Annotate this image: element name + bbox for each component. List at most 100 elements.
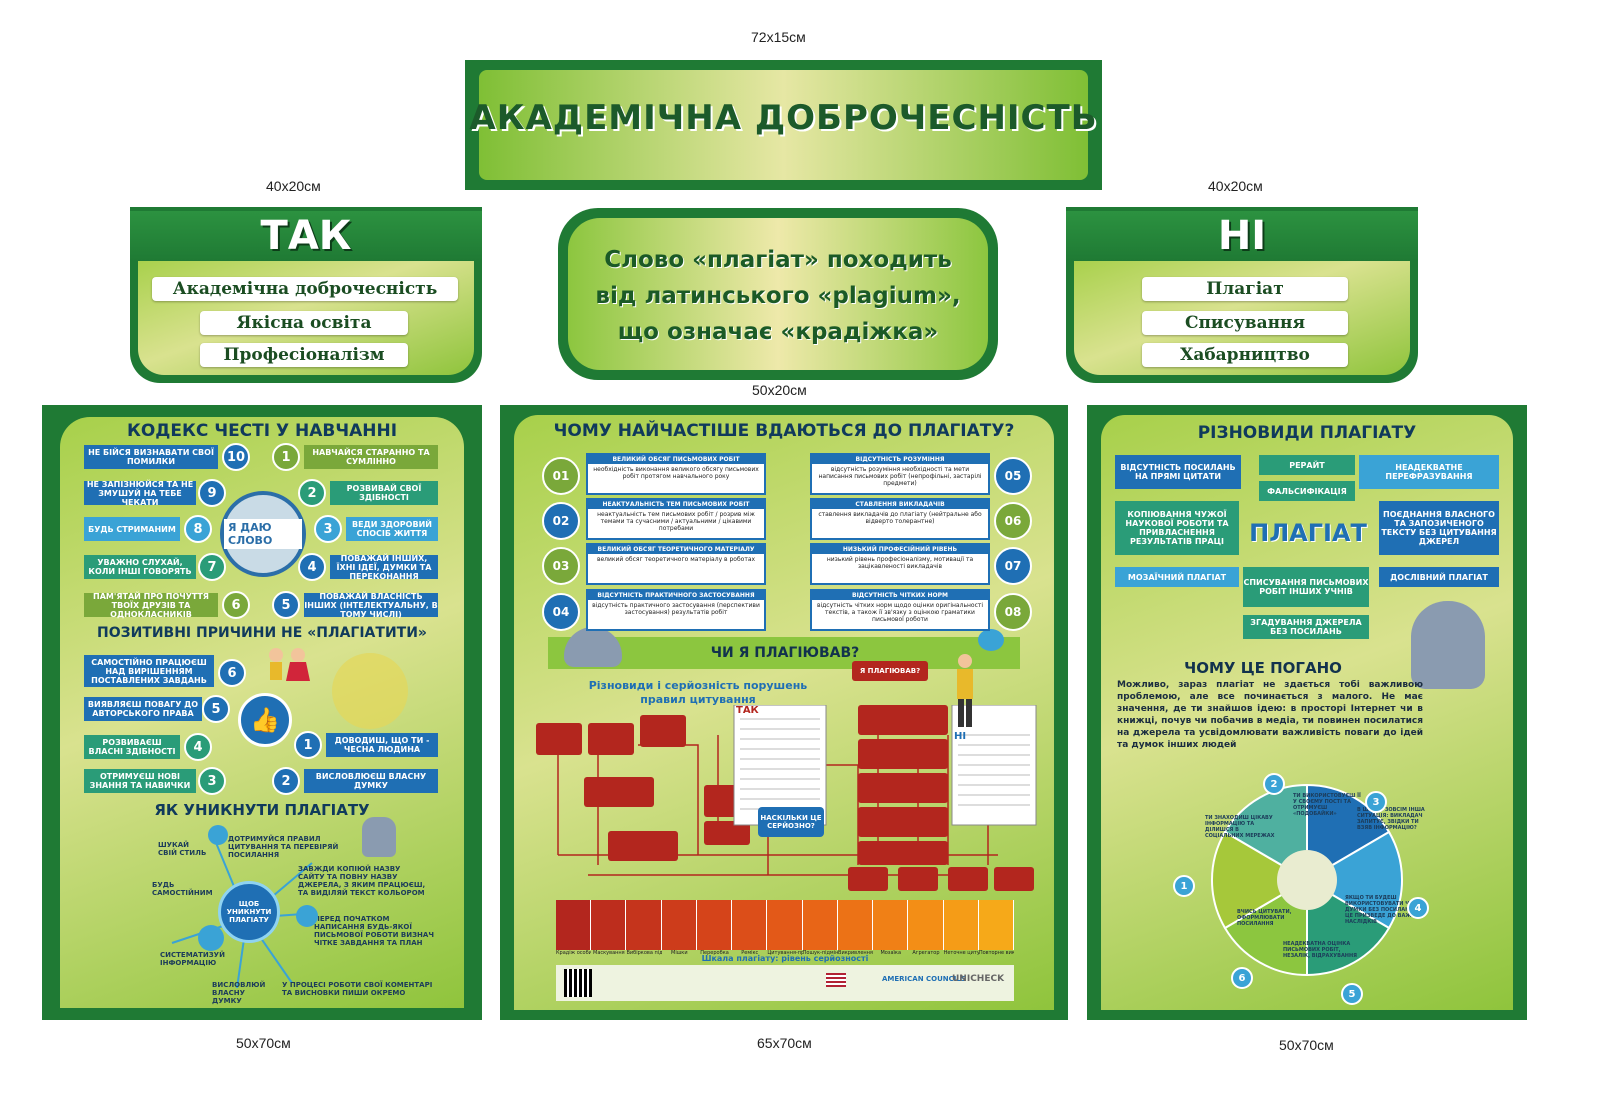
cycle-step-number: 4 <box>1407 897 1429 919</box>
mascot-icon <box>1411 601 1485 689</box>
ni-panel: НІ Плагіат Списування Хабарництво <box>1066 207 1418 383</box>
drone-icon <box>978 629 1004 651</box>
cycle-step-text: ВЧИСЬ ЦИТУВАТИ, ОФОРМЛЮВАТИ ПОСИЛАННЯ <box>1237 909 1292 927</box>
partner-unicheck: UNICHECK <box>952 974 1005 984</box>
ni-heading: НІ <box>1066 211 1418 261</box>
title-banner: АКАДЕМІЧНА ДОБРОЧЕСНІСТЬ <box>465 60 1102 190</box>
pen-icon <box>208 825 228 845</box>
reason-card: ВЕЛИКИЙ ОБСЯГ ТЕОРЕТИЧНОГО МАТЕРІАЛУ вели… <box>586 543 766 585</box>
scale-label: Пошук-підміна <box>802 950 838 956</box>
quiz-bar <box>548 637 1020 669</box>
plagiarism-scale <box>556 900 1015 950</box>
reason-heading: ВЕЛИКИЙ ОБСЯГ ПИСЬМОВИХ РОБІТ <box>588 455 764 464</box>
dim-left-big: 50х70см <box>236 1035 291 1051</box>
reason-text: неактуальність тем письмових робіт / роз… <box>597 511 755 532</box>
scale-label: Цитування-примари <box>767 950 803 956</box>
positive-num: 2 <box>272 767 300 795</box>
scale-label: Мозаїка <box>880 950 902 956</box>
plagium-line-2: від латинського «plagium», <box>595 283 961 309</box>
codex-left-item: НЕ БІЙСЯ ВИЗНАВАТИ СВОЇ ПОМИЛКИ <box>84 445 218 469</box>
scale-label: Агрегатор <box>912 950 940 956</box>
positive-item: ДОВОДИШ, ЩО ТИ - ЧЕСНА ЛЮДИНА <box>326 733 438 757</box>
reason-number: 03 <box>542 547 580 585</box>
reason-text: ставлення викладачів до плагіату (нейтра… <box>818 511 982 525</box>
positive-num: 3 <box>198 767 226 795</box>
scale-cell <box>696 900 733 950</box>
codex-right-item: ПОВАЖАЙ ІНШИХ, ЇХНІ ІДЕЇ, ДУМКИ ТА ПЕРЕК… <box>330 554 438 581</box>
plagiarism-type: МОЗАЇЧНИЙ ПЛАГІАТ <box>1115 567 1239 587</box>
tak-item-3: Професіоналізм <box>200 343 408 367</box>
reason-number: 08 <box>994 593 1032 631</box>
varieties-title: Різновиди і серйозність порушень правил … <box>588 679 808 706</box>
cycle-step-text: В ШКОЛІ ЗОВСІМ ІНША СИТУАЦІЯ: ВИКЛАДАЧ З… <box>1357 807 1425 831</box>
cycle-step-number: 3 <box>1365 791 1387 813</box>
codex-num: 6 <box>222 591 250 619</box>
codex-title: КОДЕКС ЧЕСТІ У НАВЧАННІ <box>126 421 398 441</box>
scale-label: Маскування <box>593 950 625 956</box>
codex-num: 5 <box>272 591 300 619</box>
reason-heading: НИЗЬКИЙ ПРОФЕСІЙНИЙ РІВЕНЬ <box>812 545 988 554</box>
dim-left-small: 40х20см <box>266 178 321 194</box>
reason-text: низький рівень професіоналізму, мотиваці… <box>826 556 974 570</box>
varieties-heading: РІЗНОВИДИ ПЛАГІАТУ <box>1197 423 1417 443</box>
plagiarized-question: Я ПЛАГІЮВАВ? <box>852 661 928 681</box>
partners-footer: AMERICAN COUNCILS UNICHECK <box>556 965 1014 1001</box>
plagiarism-type: ФАЛЬСИФІКАЦІЯ <box>1259 481 1355 501</box>
consequence-cycle <box>1211 783 1403 977</box>
codex-num: 4 <box>298 553 326 581</box>
plagium-line-3: що означає «крадіжка» <box>617 319 939 345</box>
cycle-step-number: 6 <box>1231 967 1253 989</box>
coin-decoration <box>332 653 408 729</box>
codex-left-item: УВАЖНО СЛУХАЙ, КОЛИ ІНШІ ГОВОРЯТЬ <box>84 555 196 579</box>
codex-right-item: РОЗВИВАЙ СВОЇ ЗДІБНОСТІ <box>330 481 438 505</box>
qr-code-icon <box>564 969 592 997</box>
cycle-step-text: НЕАДЕКВАТНА ОЦІНКА ПИСЬМОВИХ РОБІТ, НЕЗА… <box>1283 941 1358 959</box>
dim-center-big: 65х70см <box>757 1035 812 1051</box>
avoid-item: У ПРОЦЕСІ РОБОТИ СВОЇ КОМЕНТАРІ ТА ВИСНО… <box>282 981 433 997</box>
scale-cell <box>556 900 592 950</box>
positive-title: ПОЗИТИВНІ ПРИЧИНИ НЕ «ПЛАГІАТИТИ» <box>97 625 427 641</box>
scale-cell <box>943 900 979 950</box>
children-illustration <box>262 645 314 693</box>
codex-num: 2 <box>298 479 326 507</box>
tak-heading: ТАК <box>130 211 482 261</box>
chart-icon <box>198 925 224 951</box>
positive-item: САМОСТІЙНО ПРАЦЮЄШ НАД ВИРІШЕННЯМ ПОСТАВ… <box>84 655 214 687</box>
reason-text: великий обсяг теоретичного матеріалу в р… <box>596 556 756 563</box>
avoid-item: ПЕРЕД ПОЧАТКОМ НАПИСАННЯ БУДЬ-ЯКОЇ ПИСЬМ… <box>314 915 434 947</box>
right-poster: РІЗНОВИДИ ПЛАГІАТУ ВІДСУТНІСТЬ ПОСИЛАНЬ … <box>1087 405 1527 1020</box>
plagiarism-type: КОПІЮВАННЯ ЧУЖОЇ НАУКОВОЇ РОБОТИ ТА ПРИВ… <box>1115 501 1239 555</box>
honor-stamp: Я ДАЮ СЛОВО <box>220 491 306 577</box>
reason-number: 04 <box>542 593 580 631</box>
plagiarism-type: НЕАДЕКВАТНЕ ПЕРЕФРАЗУВАННЯ <box>1359 455 1499 489</box>
plagiarism-type: ЗГАДУВАННЯ ДЖЕРЕЛА БЕЗ ПОСИЛАНЬ <box>1243 615 1369 639</box>
codex-num: 7 <box>198 553 226 581</box>
page-title: АКАДЕМІЧНА ДОБРОЧЕСНІСТЬ <box>469 98 1098 138</box>
plagiarism-type: ВІДСУТНІСТЬ ПОСИЛАНЬ НА ПРЯМІ ЦИТАТИ <box>1115 455 1241 489</box>
cycle-step-number: 1 <box>1173 875 1195 897</box>
scale-cell <box>591 900 627 950</box>
ni-label: НІ <box>954 731 967 742</box>
reason-text: відсутність практичного застосування (пе… <box>592 602 760 616</box>
dim-right-small: 40х20см <box>1208 178 1263 194</box>
ni-item-1: Плагіат <box>1142 277 1348 301</box>
left-poster: КОДЕКС ЧЕСТІ У НАВЧАННІ НЕ БІЙСЯ ВИЗНАВА… <box>42 405 482 1020</box>
scale-labels: Крадіж особистостіМаскуванняВибіркова пі… <box>556 950 1014 962</box>
ni-item-3: Хабарництво <box>1142 343 1348 367</box>
scale-cell <box>802 900 838 950</box>
reason-text: відсутність розуміння необхідності та ме… <box>818 466 982 487</box>
scale-cell <box>978 900 1015 950</box>
avoid-item: СИСТЕМАТИЗУЙ ІНФОРМАЦІЮ <box>160 951 225 967</box>
codex-num: 10 <box>222 443 250 471</box>
codex-num: 1 <box>272 443 300 471</box>
plagiarism-type: ДОСЛІВНИЙ ПЛАГІАТ <box>1379 567 1499 587</box>
mascot-icon <box>564 627 622 667</box>
positive-item: ВИСЛОВЛЮЄШ ВЛАСНУ ДУМКУ <box>304 769 438 793</box>
scale-label: Переробка <box>700 950 729 956</box>
avoid-center: ЩОБ УНИКНУТИ ПЛАГІАТУ <box>218 881 280 943</box>
tak-item-1: Академічна доброчесність <box>152 277 458 301</box>
reason-heading: ВЕЛИКИЙ ОБСЯГ ТЕОРЕТИЧНОГО МАТЕРІАЛУ <box>588 545 764 554</box>
